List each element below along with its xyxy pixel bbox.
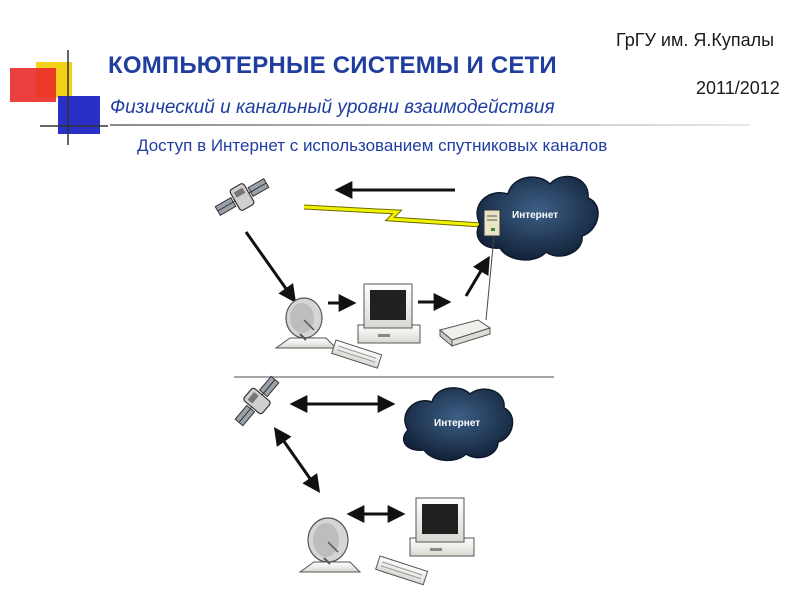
internet-cloud-label: Интернет — [512, 210, 558, 221]
arrow-up-to-internet — [464, 255, 490, 297]
university-name: ГрГУ им. Я.Купалы — [616, 30, 775, 50]
satellite-icon — [214, 177, 270, 217]
internet-cloud-icon: Интернет — [403, 387, 514, 462]
internet-cloud-label: Интернет — [434, 418, 480, 429]
modem-icon — [438, 319, 492, 348]
internet-cloud-icon: Интернет — [476, 175, 599, 261]
modem-server-link — [485, 235, 495, 321]
decorative-squares — [10, 50, 108, 145]
arrow-sat-dish — [273, 427, 321, 493]
academic-year: 2011/2012 — [696, 78, 780, 98]
slide-subtitle: Физический и канальный уровни взаимодейс… — [110, 97, 555, 118]
slide-caption: Доступ в Интернет с использованием спутн… — [137, 136, 608, 155]
computer-icon — [375, 497, 475, 586]
bottom-scheme: Интернет — [234, 375, 514, 586]
server-icon — [483, 209, 501, 237]
satellite-dish-icon — [298, 517, 362, 573]
slide-title: КОМПЬЮТЕРНЫЕ СИСТЕМЫ И СЕТИ — [108, 52, 557, 79]
satellite-dish-icon — [274, 297, 338, 349]
arrow-sat-to-dish — [244, 231, 297, 303]
computer-icon — [331, 283, 421, 369]
satellite-icon — [234, 375, 280, 427]
top-scheme: Интернет — [214, 175, 599, 369]
header-divider — [110, 124, 750, 126]
